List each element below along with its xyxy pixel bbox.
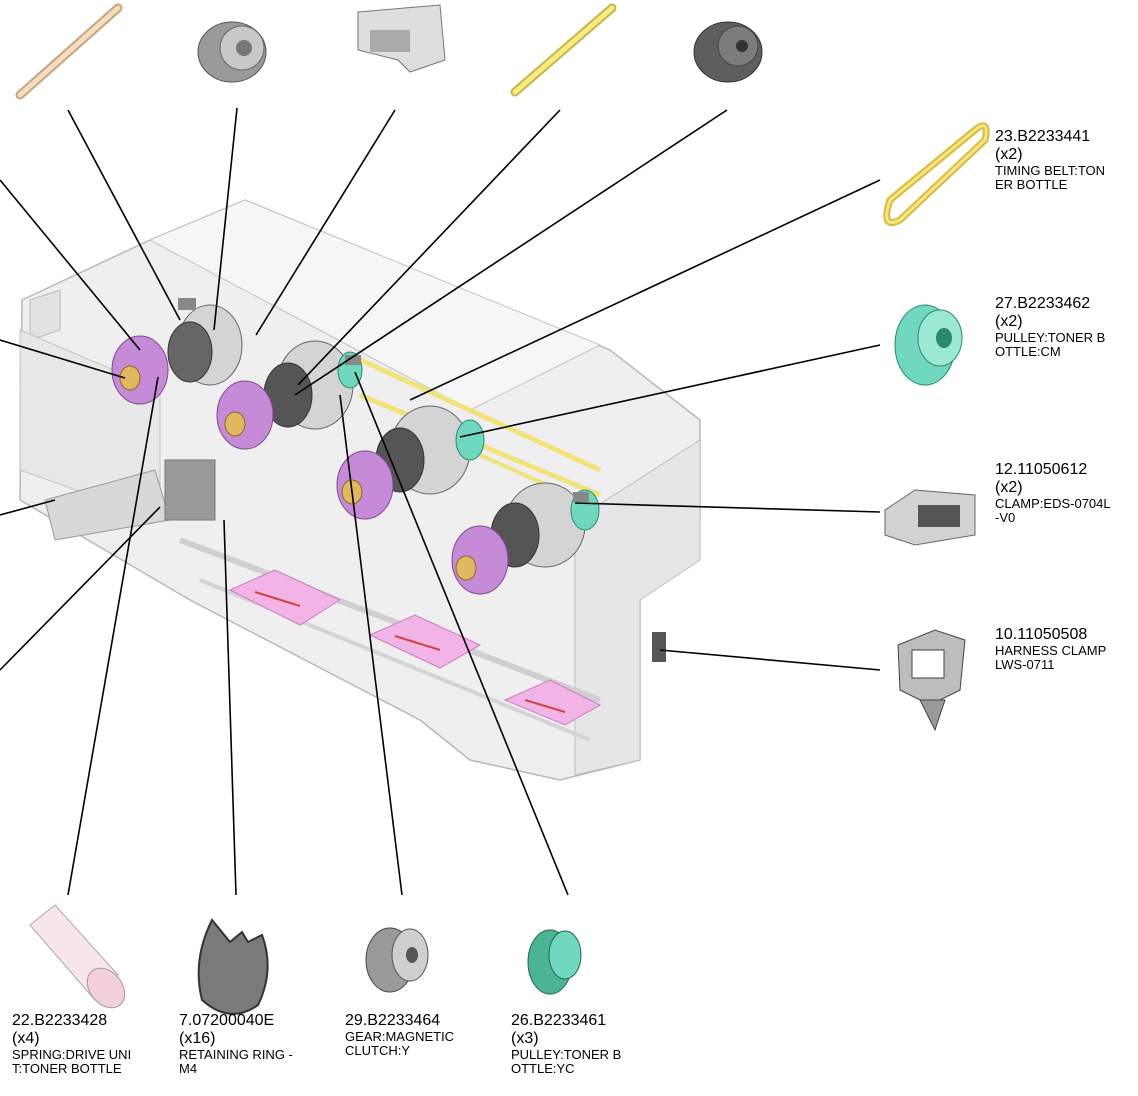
leader-line — [223, 519, 237, 896]
part-quantity: (x2) — [995, 145, 1023, 163]
spring-sleeve-part — [29, 904, 126, 1009]
leader-line — [354, 371, 569, 896]
part-label-29: 29.B2233464 GEAR:MAGNETIC CLUTCH:Y — [345, 1012, 454, 1059]
part-description: PULLEY:TONER B OTTLE:YC — [511, 1046, 622, 1077]
part-quantity: (x3) — [511, 1029, 539, 1047]
timing-belt-part — [883, 122, 990, 226]
part-quantity: (x2) — [995, 478, 1023, 496]
purple-gear-3 — [336, 450, 394, 520]
pulley-cm-part — [894, 304, 963, 386]
installed-clamp-2 — [345, 355, 361, 365]
leader-line — [297, 109, 561, 386]
part-quantity: (x16) — [179, 1029, 216, 1047]
spring-pin-top-left — [15, 3, 123, 100]
part-number: 29.B2233464 — [345, 1012, 441, 1029]
part-number: 10.11050508 — [995, 626, 1088, 643]
leader-line — [0, 499, 56, 516]
clutch-cylinder-1 — [167, 304, 243, 386]
part-label-26: 26.B2233461 (x3) PULLEY:TONER B OTTLE:YC — [511, 1012, 621, 1077]
part-label-23: 23.B2233441 (x2) TIMING BELT:TON ER BOTT… — [995, 128, 1105, 193]
part-number: 7.07200040E — [179, 1012, 275, 1029]
clamp-eds-part — [884, 489, 976, 546]
pulley-yc-part — [527, 929, 582, 995]
part-number: 23.B2233441 — [995, 128, 1091, 145]
part-label-12: 12.11050612 (x2) CLAMP:EDS-0704L -V0 — [995, 461, 1111, 526]
pink-pad-2 — [368, 614, 482, 669]
pink-pad-1 — [228, 569, 342, 626]
part-description: TIMING BELT:TON ER BOTTLE — [995, 162, 1106, 193]
pink-pad-3 — [503, 679, 602, 726]
purple-gear-2 — [216, 380, 274, 450]
leader-line — [294, 109, 728, 396]
leader-lines — [0, 107, 881, 896]
purple-gear-4 — [451, 525, 509, 595]
leader-line — [459, 344, 881, 438]
part-description: RETAINING RING - M4 — [179, 1046, 293, 1077]
part-description: CLAMP:EDS-0704L -V0 — [995, 495, 1111, 526]
retaining-ring-part — [197, 918, 269, 1015]
coupling-top — [693, 21, 763, 83]
spring-pin-top-right — [510, 3, 617, 97]
installed-clamp-1 — [178, 298, 196, 310]
part-description: GEAR:MAGNETIC CLUTCH:Y — [345, 1028, 455, 1059]
leader-line — [67, 376, 159, 896]
part-description: PULLEY:TONER B OTTLE:CM — [995, 329, 1106, 360]
installed-pulley-2 — [455, 419, 485, 461]
purple-gear-1 — [111, 335, 169, 405]
leader-line — [213, 107, 238, 331]
drive-unit-assembly — [19, 199, 701, 781]
part-number: 26.B2233461 — [511, 1012, 607, 1029]
bracket-top — [357, 4, 446, 73]
part-label-7: 7.07200040E (x16) RETAINING RING - M4 — [179, 1012, 293, 1077]
part-description: SPRING:DRIVE UNI T:TONER BOTTLE — [12, 1046, 132, 1077]
harness-clamp-part — [897, 629, 966, 732]
leader-line — [409, 179, 881, 401]
magnetic-clutch-gear-part — [365, 927, 429, 993]
leader-line — [255, 109, 396, 336]
part-label-27: 27.B2233462 (x2) PULLEY:TONER B OTTLE:CM — [995, 295, 1105, 360]
part-quantity: (x2) — [995, 312, 1023, 330]
installed-harness-clamp — [652, 632, 666, 662]
leader-line — [0, 506, 161, 671]
part-number: 12.11050612 — [995, 461, 1088, 478]
part-number: 22.B2233428 — [12, 1012, 108, 1029]
installed-clamp-3 — [573, 492, 589, 502]
part-label-10: 10.11050508 HARNESS CLAMP LWS-0711 — [995, 626, 1106, 673]
leader-line — [659, 649, 881, 671]
leader-line — [339, 394, 403, 896]
part-number: 27.B2233462 — [995, 295, 1091, 312]
leader-line — [574, 502, 881, 513]
leader-line — [67, 109, 181, 321]
leader-line — [0, 179, 141, 351]
part-description: HARNESS CLAMP LWS-0711 — [995, 642, 1107, 673]
part-label-22: 22.B2233428 (x4) SPRING:DRIVE UNI T:TONE… — [12, 1012, 131, 1077]
part-quantity: (x4) — [12, 1029, 40, 1047]
clutch-gear-top — [197, 21, 267, 83]
leader-line — [0, 339, 126, 379]
clutch-cylinder-2 — [263, 340, 354, 430]
